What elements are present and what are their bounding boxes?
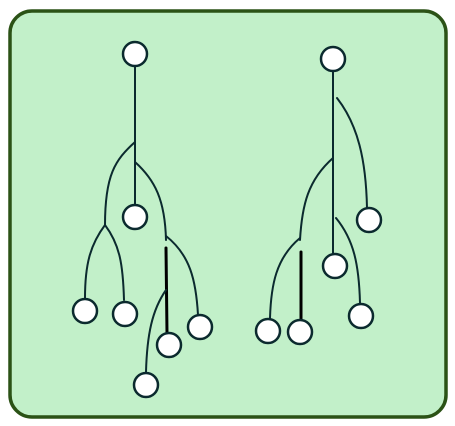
tree-left-edge bbox=[104, 224, 125, 301]
tree-left-root-node bbox=[121, 40, 149, 68]
tree-right-leaf-node bbox=[254, 317, 282, 345]
tree-left-leaf-node bbox=[155, 331, 183, 359]
tree-left bbox=[71, 40, 214, 399]
tree-left-edge bbox=[145, 289, 167, 373]
tree-right-leaf-node bbox=[321, 252, 349, 280]
tree-left-node bbox=[121, 203, 149, 231]
tree-right-edge bbox=[336, 97, 368, 209]
tree-left-edge bbox=[104, 141, 136, 226]
tree-left-edge bbox=[134, 161, 167, 241]
tree-right bbox=[254, 45, 383, 346]
tree-left-edge bbox=[165, 235, 199, 316]
tree-left-edge bbox=[84, 224, 106, 299]
tree-right-edge bbox=[299, 157, 334, 241]
tree-right-leaf-node bbox=[347, 302, 375, 330]
tree-right-edge bbox=[335, 217, 361, 304]
tree-right-leaf-node bbox=[355, 206, 383, 234]
tree-left-leaf-node bbox=[71, 297, 99, 325]
tree-left-leaf-node bbox=[186, 313, 214, 341]
tree-right-edge bbox=[269, 237, 301, 319]
tree-left-leaf-node bbox=[132, 371, 160, 399]
tree-left-leaf-node bbox=[111, 300, 139, 328]
tree-right-leaf-node bbox=[286, 318, 314, 346]
tree-right-root-node bbox=[319, 45, 347, 73]
